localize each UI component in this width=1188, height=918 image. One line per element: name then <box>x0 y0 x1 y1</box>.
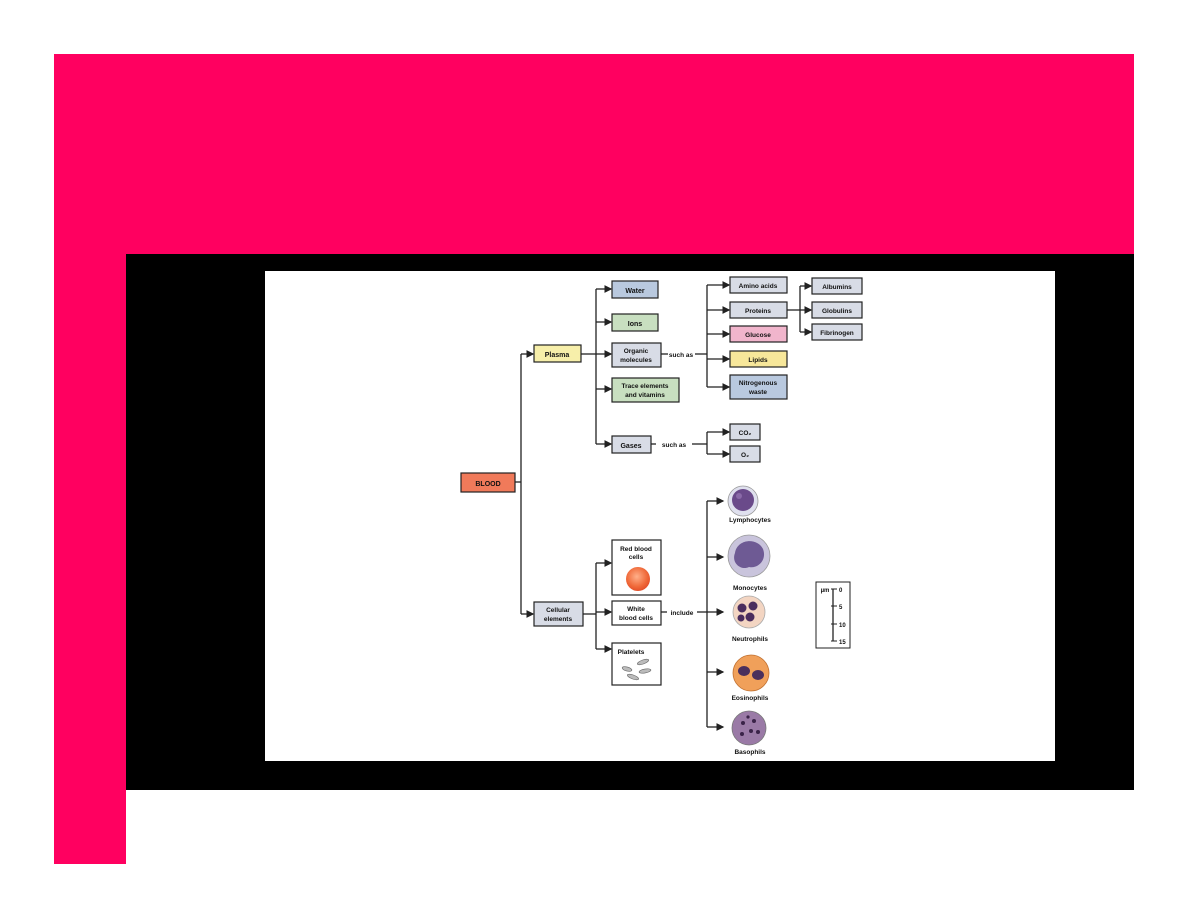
ions-node: Ions <box>611 313 659 332</box>
amino-acids-label: Amino acids <box>739 283 778 290</box>
amino-acids-node: Amino acids <box>729 276 788 294</box>
scale-tick-15: 15 <box>839 640 846 646</box>
blood-label: BLOOD <box>475 481 500 488</box>
red-blood-cell-illustration <box>626 567 650 591</box>
fibrinogen-label: Fibrinogen <box>820 330 854 337</box>
water-label: Water <box>625 288 644 295</box>
include-label: include <box>671 610 694 617</box>
basophils-label: Basophils <box>734 749 765 756</box>
albumins-node: Albumins <box>811 277 863 295</box>
neutrophils-label: Neutrophils <box>732 636 768 643</box>
wbc-line2: blood cells <box>619 615 653 622</box>
lymphocyte-illustration <box>727 485 759 517</box>
monocyte-illustration <box>727 534 771 578</box>
platelets-illustration <box>621 658 652 681</box>
globulins-node: Globulins <box>811 301 863 319</box>
albumins-label: Albumins <box>822 284 852 291</box>
gases-label: Gases <box>620 443 641 450</box>
scale-tick-5: 5 <box>839 605 843 611</box>
platelets-node: Platelets <box>611 642 662 686</box>
pink-accent-band-top <box>54 54 1134 254</box>
such-as-label: such as <box>669 352 694 359</box>
basophil-illustration <box>731 710 767 746</box>
cellular-elements-node: Cellular elements <box>533 601 584 627</box>
glucose-node: Glucose <box>729 325 788 343</box>
trace-line2: and vitamins <box>625 392 665 399</box>
nitrogenous-line2: waste <box>748 389 767 396</box>
plasma-label: Plasma <box>545 352 570 359</box>
plasma-node: Plasma <box>533 344 582 363</box>
o2-label: O₂ <box>741 452 749 459</box>
white-blood-cells-node: White blood cells <box>611 600 662 626</box>
nitrogenous-line1: Nitrogenous <box>739 380 778 387</box>
water-node: Water <box>611 280 659 299</box>
nitrogenous-waste-node: Nitrogenous waste <box>729 374 788 400</box>
fibrinogen-node: Fibrinogen <box>811 323 863 341</box>
organic-molecules-node: Organic molecules <box>611 342 662 368</box>
cellular-line2: elements <box>544 616 573 623</box>
scale-unit: µm <box>821 588 830 594</box>
red-blood-cells-node: Red blood cells <box>611 539 662 596</box>
ions-label: Ions <box>628 321 642 328</box>
micrometer-scale: µm 0 5 10 15 <box>815 581 851 649</box>
cellular-line1: Cellular <box>546 607 570 614</box>
co2-label: CO₂ <box>739 430 752 437</box>
blood-composition-diagram: BLOOD Plasma Water Ions Organic molecule… <box>460 276 863 756</box>
glucose-label: Glucose <box>745 332 771 339</box>
o2-node: O₂ <box>729 445 761 463</box>
eosinophil-illustration <box>732 654 770 692</box>
lymphocytes-label: Lymphocytes <box>729 517 771 524</box>
trace-elements-node: Trace elements and vitamins <box>611 377 680 403</box>
co2-node: CO₂ <box>729 423 761 441</box>
gases-such-as-label: such as <box>662 442 687 449</box>
lipids-label: Lipids <box>748 357 768 364</box>
neutrophil-illustration <box>732 595 766 629</box>
gases-node: Gases <box>611 435 652 454</box>
connector-lines <box>515 281 813 731</box>
globulins-label: Globulins <box>822 308 852 315</box>
blood-node: BLOOD <box>460 472 516 493</box>
organic-line2: molecules <box>620 357 652 364</box>
blood-composition-figure: BLOOD Plasma Water Ions Organic molecule… <box>265 271 1055 761</box>
proteins-node: Proteins <box>729 301 788 319</box>
monocytes-label: Monocytes <box>733 585 767 592</box>
platelets-label: Platelets <box>618 649 645 656</box>
eosinophils-label: Eosinophils <box>732 695 769 702</box>
rbc-line1: Red blood <box>620 546 652 553</box>
rbc-line2: cells <box>629 554 644 561</box>
scale-tick-0: 0 <box>839 588 843 594</box>
scale-tick-10: 10 <box>839 623 846 629</box>
organic-line1: Organic <box>624 348 649 355</box>
wbc-line1: White <box>627 606 645 613</box>
trace-line1: Trace elements <box>622 383 669 390</box>
lipids-node: Lipids <box>729 350 788 368</box>
pink-accent-band-left <box>54 54 126 864</box>
proteins-label: Proteins <box>745 308 771 315</box>
